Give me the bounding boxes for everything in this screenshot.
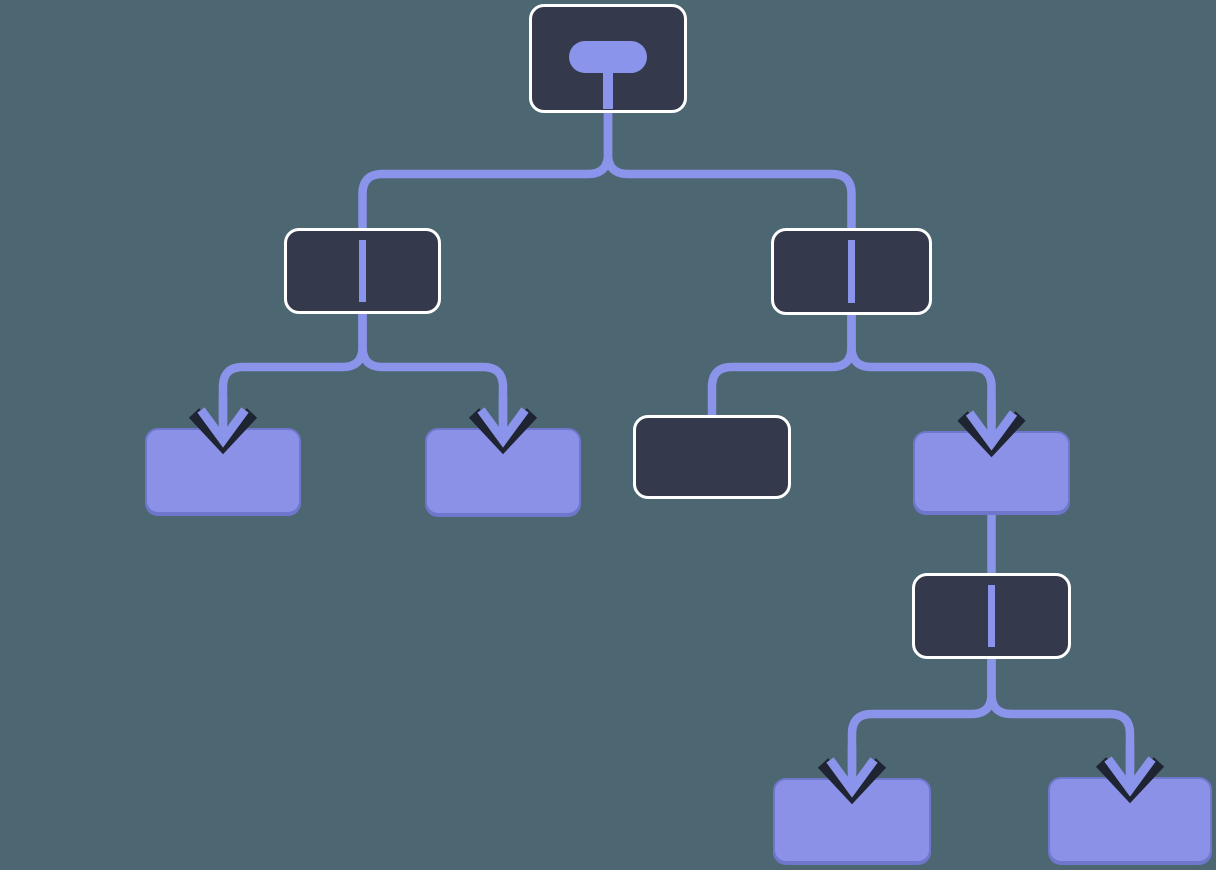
arrow-chevron-icon bbox=[197, 407, 249, 448]
root-branch-node bbox=[529, 4, 687, 113]
commit-line-icon bbox=[359, 240, 366, 302]
connector-edge bbox=[847, 311, 996, 425]
commit-line-icon bbox=[848, 240, 855, 303]
arrow-chevron-icon bbox=[965, 410, 1018, 451]
pipeline-node-lower bbox=[912, 573, 1071, 659]
branch-pill-icon bbox=[569, 41, 647, 73]
connector-edge bbox=[603, 109, 856, 232]
plain-branch-node bbox=[633, 415, 791, 499]
arrow-chevron-icon bbox=[826, 757, 878, 798]
pipeline-node-left bbox=[284, 228, 441, 314]
arrow-chevron-icon bbox=[477, 407, 529, 448]
arrow-chevron-icon bbox=[1104, 756, 1156, 797]
connector-edge bbox=[358, 310, 508, 422]
commit-line-icon bbox=[988, 585, 995, 647]
branch-stem-icon bbox=[603, 67, 613, 109]
pipeline-node-right bbox=[771, 228, 932, 315]
connector-edge bbox=[987, 655, 1135, 771]
